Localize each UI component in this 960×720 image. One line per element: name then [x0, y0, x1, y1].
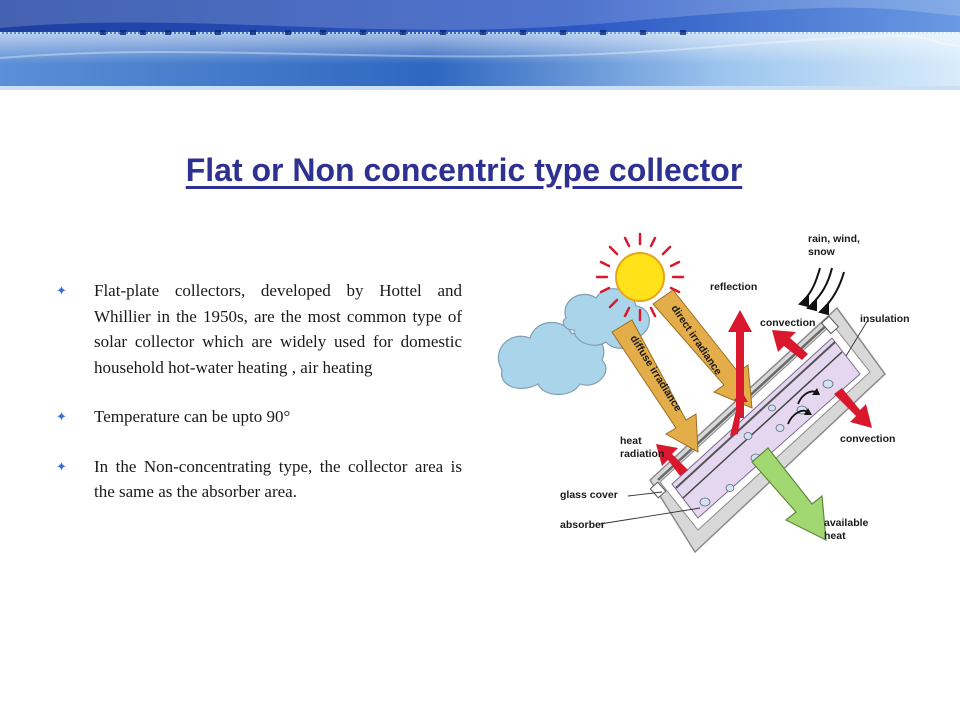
label-direct-irradiance: direct irradiance	[669, 303, 725, 378]
banner-graphic	[0, 0, 960, 90]
bullet-text-2: Temperature can be upto 90°	[94, 407, 291, 426]
label-available: available	[824, 517, 869, 529]
heat-radiation-arrow	[656, 444, 688, 476]
label-reflection: reflection	[710, 281, 757, 293]
bullet-item-1: ✦ Flat-plate collectors, developed by Ho…	[56, 278, 462, 380]
reflection-arrow	[728, 310, 752, 418]
label-rain: rain, wind,	[808, 233, 860, 245]
available-heat-arrow	[751, 447, 827, 542]
bullet-text-3: In the Non-concentrating type, the colle…	[94, 456, 462, 502]
header-banner	[0, 0, 960, 90]
bullet-list: ✦ Flat-plate collectors, developed by Ho…	[56, 278, 462, 529]
label-convection-top: convection	[760, 317, 815, 329]
bullet-item-3: ✦ In the Non-concentrating type, the col…	[56, 454, 462, 505]
label-radiation: radiation	[620, 448, 664, 460]
flat-plate-collector-diagram: rain, wind, snow reflection convection i…	[497, 232, 910, 554]
bullet-item-2: ✦ Temperature can be upto 90°	[56, 404, 462, 430]
sun-icon	[595, 232, 685, 322]
slide-title: Flat or Non concentric type collector	[185, 152, 743, 188]
label-heat-out: heat	[824, 530, 846, 542]
direct-irradiance-arrow	[652, 289, 753, 409]
absorber-heat-arrow	[730, 392, 748, 436]
diffuse-irradiance-arrow	[611, 319, 699, 453]
label-convection-right: convection	[840, 433, 895, 445]
label-absorber: absorber	[560, 519, 605, 531]
label-insulation: insulation	[860, 313, 910, 325]
sparkle-bullet-icon: ✦	[56, 458, 67, 474]
sparkle-bullet-icon: ✦	[56, 409, 67, 424]
convection-top-arrow	[772, 330, 808, 360]
sparkle-bullet-icon: ✦	[56, 283, 67, 298]
label-heat: heat	[620, 435, 642, 447]
label-diffuse-irradiance: diffuse irradiance	[627, 333, 684, 414]
label-snow: snow	[808, 246, 836, 258]
convection-right-arrow	[834, 388, 872, 428]
rain-wind-icon	[798, 267, 845, 316]
label-glass-cover: glass cover	[560, 489, 618, 501]
bullet-text-1: Flat-plate collectors, developed by Hott…	[94, 281, 462, 377]
